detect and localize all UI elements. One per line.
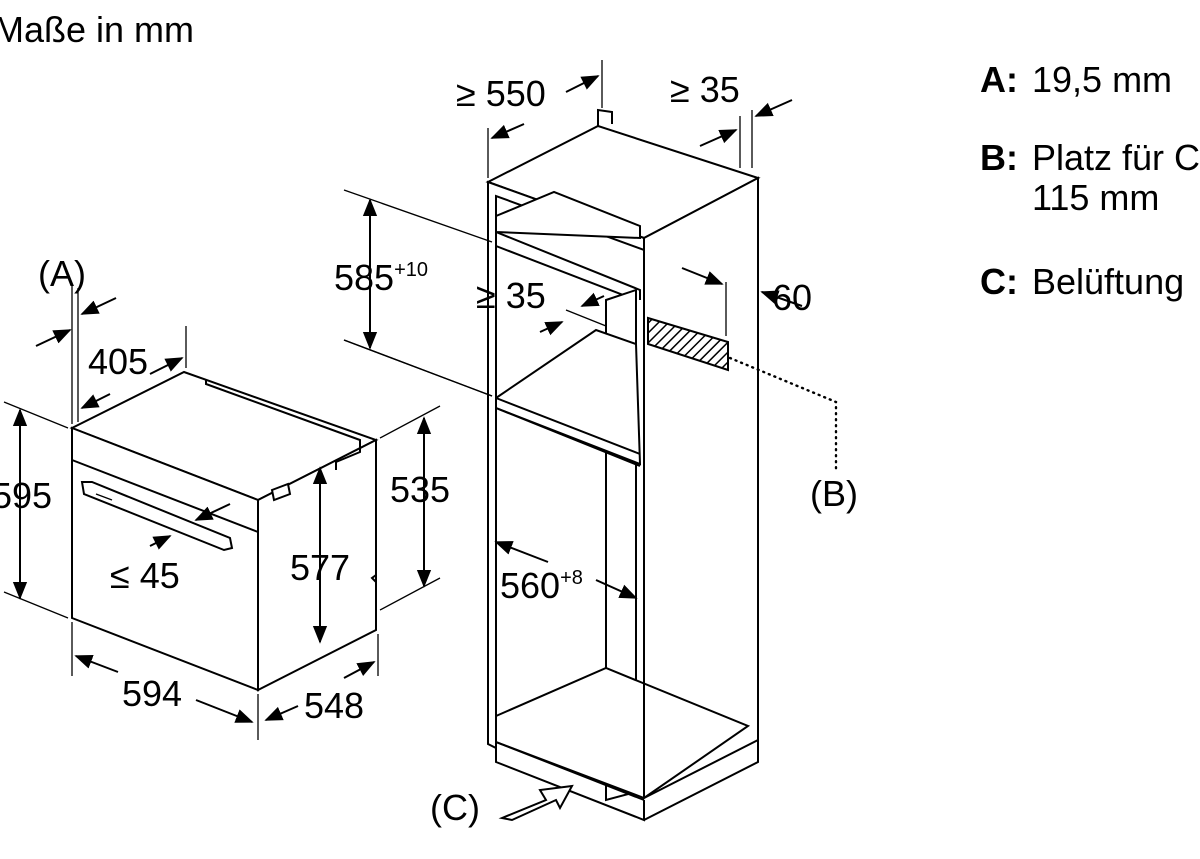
legend-key-a: A: bbox=[980, 59, 1018, 100]
legend: A: 19,5 mm B: Platz für C 115 mm C: Belü… bbox=[980, 59, 1200, 302]
cabinet-dim-shelf-gap: ≥ 35 bbox=[476, 275, 546, 316]
svg-text:560+8: 560+8 bbox=[500, 565, 583, 606]
cabinet-dim-inner-width-tol: +8 bbox=[560, 567, 583, 589]
oven-dim-width: 594 bbox=[122, 673, 182, 714]
legend-text-a: 19,5 mm bbox=[1032, 59, 1172, 100]
oven-dim-height: 595 bbox=[0, 475, 52, 516]
legend-text-b: Platz für C bbox=[1032, 137, 1200, 178]
oven-dim-handle: ≤ 45 bbox=[110, 555, 180, 596]
oven-dim-depth: 548 bbox=[304, 685, 364, 726]
cabinet-dim-vent-depth: 60 bbox=[772, 277, 812, 318]
cabinet-dim-niche-height: 585 bbox=[334, 257, 394, 298]
oven-dimensions bbox=[3, 284, 441, 740]
legend-text-c: Belüftung bbox=[1032, 261, 1184, 302]
cabinet-marker-c: (C) bbox=[430, 787, 480, 828]
cabinet-dim-inner-width: 560 bbox=[500, 565, 560, 606]
cabinet-marker-b: (B) bbox=[810, 473, 858, 514]
airflow-arrow bbox=[498, 784, 574, 822]
units-label: Maße in mm bbox=[0, 9, 194, 50]
oven-drawing bbox=[69, 370, 379, 692]
cabinet-dim-width: ≥ 550 bbox=[456, 73, 546, 114]
oven-marker-a: (A) bbox=[38, 253, 86, 294]
oven-dim-top-depth: 405 bbox=[88, 341, 148, 382]
cabinet-dim-niche-height-tol: +10 bbox=[394, 259, 428, 281]
legend-text-b-line2: 115 mm bbox=[1032, 177, 1159, 218]
oven-dim-body-height: 577 bbox=[290, 547, 350, 588]
cabinet-dim-rear-gap: ≥ 35 bbox=[670, 69, 740, 110]
cabinet-dimensions bbox=[343, 60, 838, 822]
oven-handle bbox=[80, 481, 234, 552]
svg-text:585+10: 585+10 bbox=[334, 257, 428, 298]
legend-key-c: C: bbox=[980, 261, 1018, 302]
oven-dim-rear-height: 535 bbox=[390, 469, 450, 510]
legend-key-b: B: bbox=[980, 137, 1018, 178]
cabinet-drawing bbox=[485, 108, 761, 822]
vent-zone bbox=[647, 316, 729, 372]
dimension-labels: (A) 405 595 535 577 ≤ 45 594 548 ≥ 550 ≥… bbox=[0, 69, 858, 828]
